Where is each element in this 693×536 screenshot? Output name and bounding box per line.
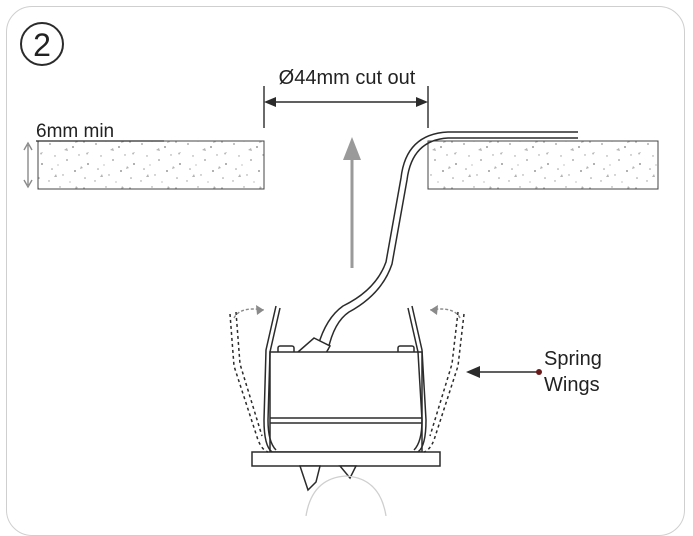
step-badge: 2 [20, 22, 64, 66]
wing-motion-arrow-left [233, 305, 265, 319]
spring-wing-right [407, 305, 427, 453]
next-step-circle [305, 475, 387, 516]
spring-wing-open-left [229, 311, 269, 453]
power-cable [317, 131, 578, 351]
downlight [251, 337, 441, 492]
spring-wings-callout [466, 366, 542, 378]
ceiling-board-left [37, 140, 265, 190]
thickness-arrow [23, 141, 33, 189]
spring-label-line1: Spring [544, 348, 602, 370]
cutout-dimension [263, 86, 429, 128]
cutout-label: Ø44mm cut out [279, 67, 416, 89]
spring-label-line2: Wings [544, 374, 600, 396]
spring-wing-open-right [423, 311, 465, 453]
wing-motion-arrow-right [429, 305, 461, 319]
ceiling-board-right [427, 140, 659, 190]
spring-wing-left [263, 305, 281, 453]
thickness-label: 6mm min [36, 121, 114, 142]
insert-up-arrow [343, 137, 361, 268]
installation-diagram: 2 6mm min Ø44mm cut out [20, 22, 659, 516]
step-number: 2 [33, 27, 51, 63]
